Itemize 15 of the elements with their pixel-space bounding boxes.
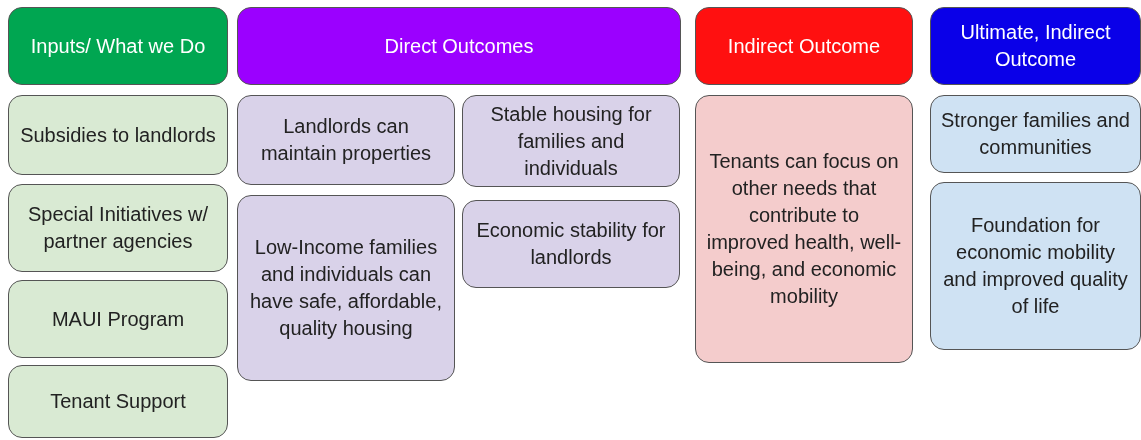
input-box: MAUI Program (8, 280, 228, 358)
input-box: Special Initiatives w/ partner agencies (8, 184, 228, 272)
outcome-box: Low-Income families and individuals can have safe, affordable, quality housing (237, 195, 455, 381)
outcome-box: Stronger families and communities (930, 95, 1141, 173)
column-header: Ultimate, Indirect Outcome (930, 7, 1141, 85)
column-header: Indirect Outcome (695, 7, 913, 85)
outcome-box: Landlords can maintain properties (237, 95, 455, 185)
outcome-box: Tenants can focus on other needs that contribute to improved health, well-being, and economic mobility (695, 95, 913, 363)
outcome-box: Economic stability for landlords (462, 200, 680, 288)
outcome-box: Foundation for economic mobility and improved quality of life (930, 182, 1141, 350)
column-header: Inputs/ What we Do (8, 7, 228, 85)
outcome-box: Stable housing for families and individuals (462, 95, 680, 187)
input-box: Tenant Support (8, 365, 228, 438)
input-box: Subsidies to landlords (8, 95, 228, 175)
column-header: Direct Outcomes (237, 7, 681, 85)
